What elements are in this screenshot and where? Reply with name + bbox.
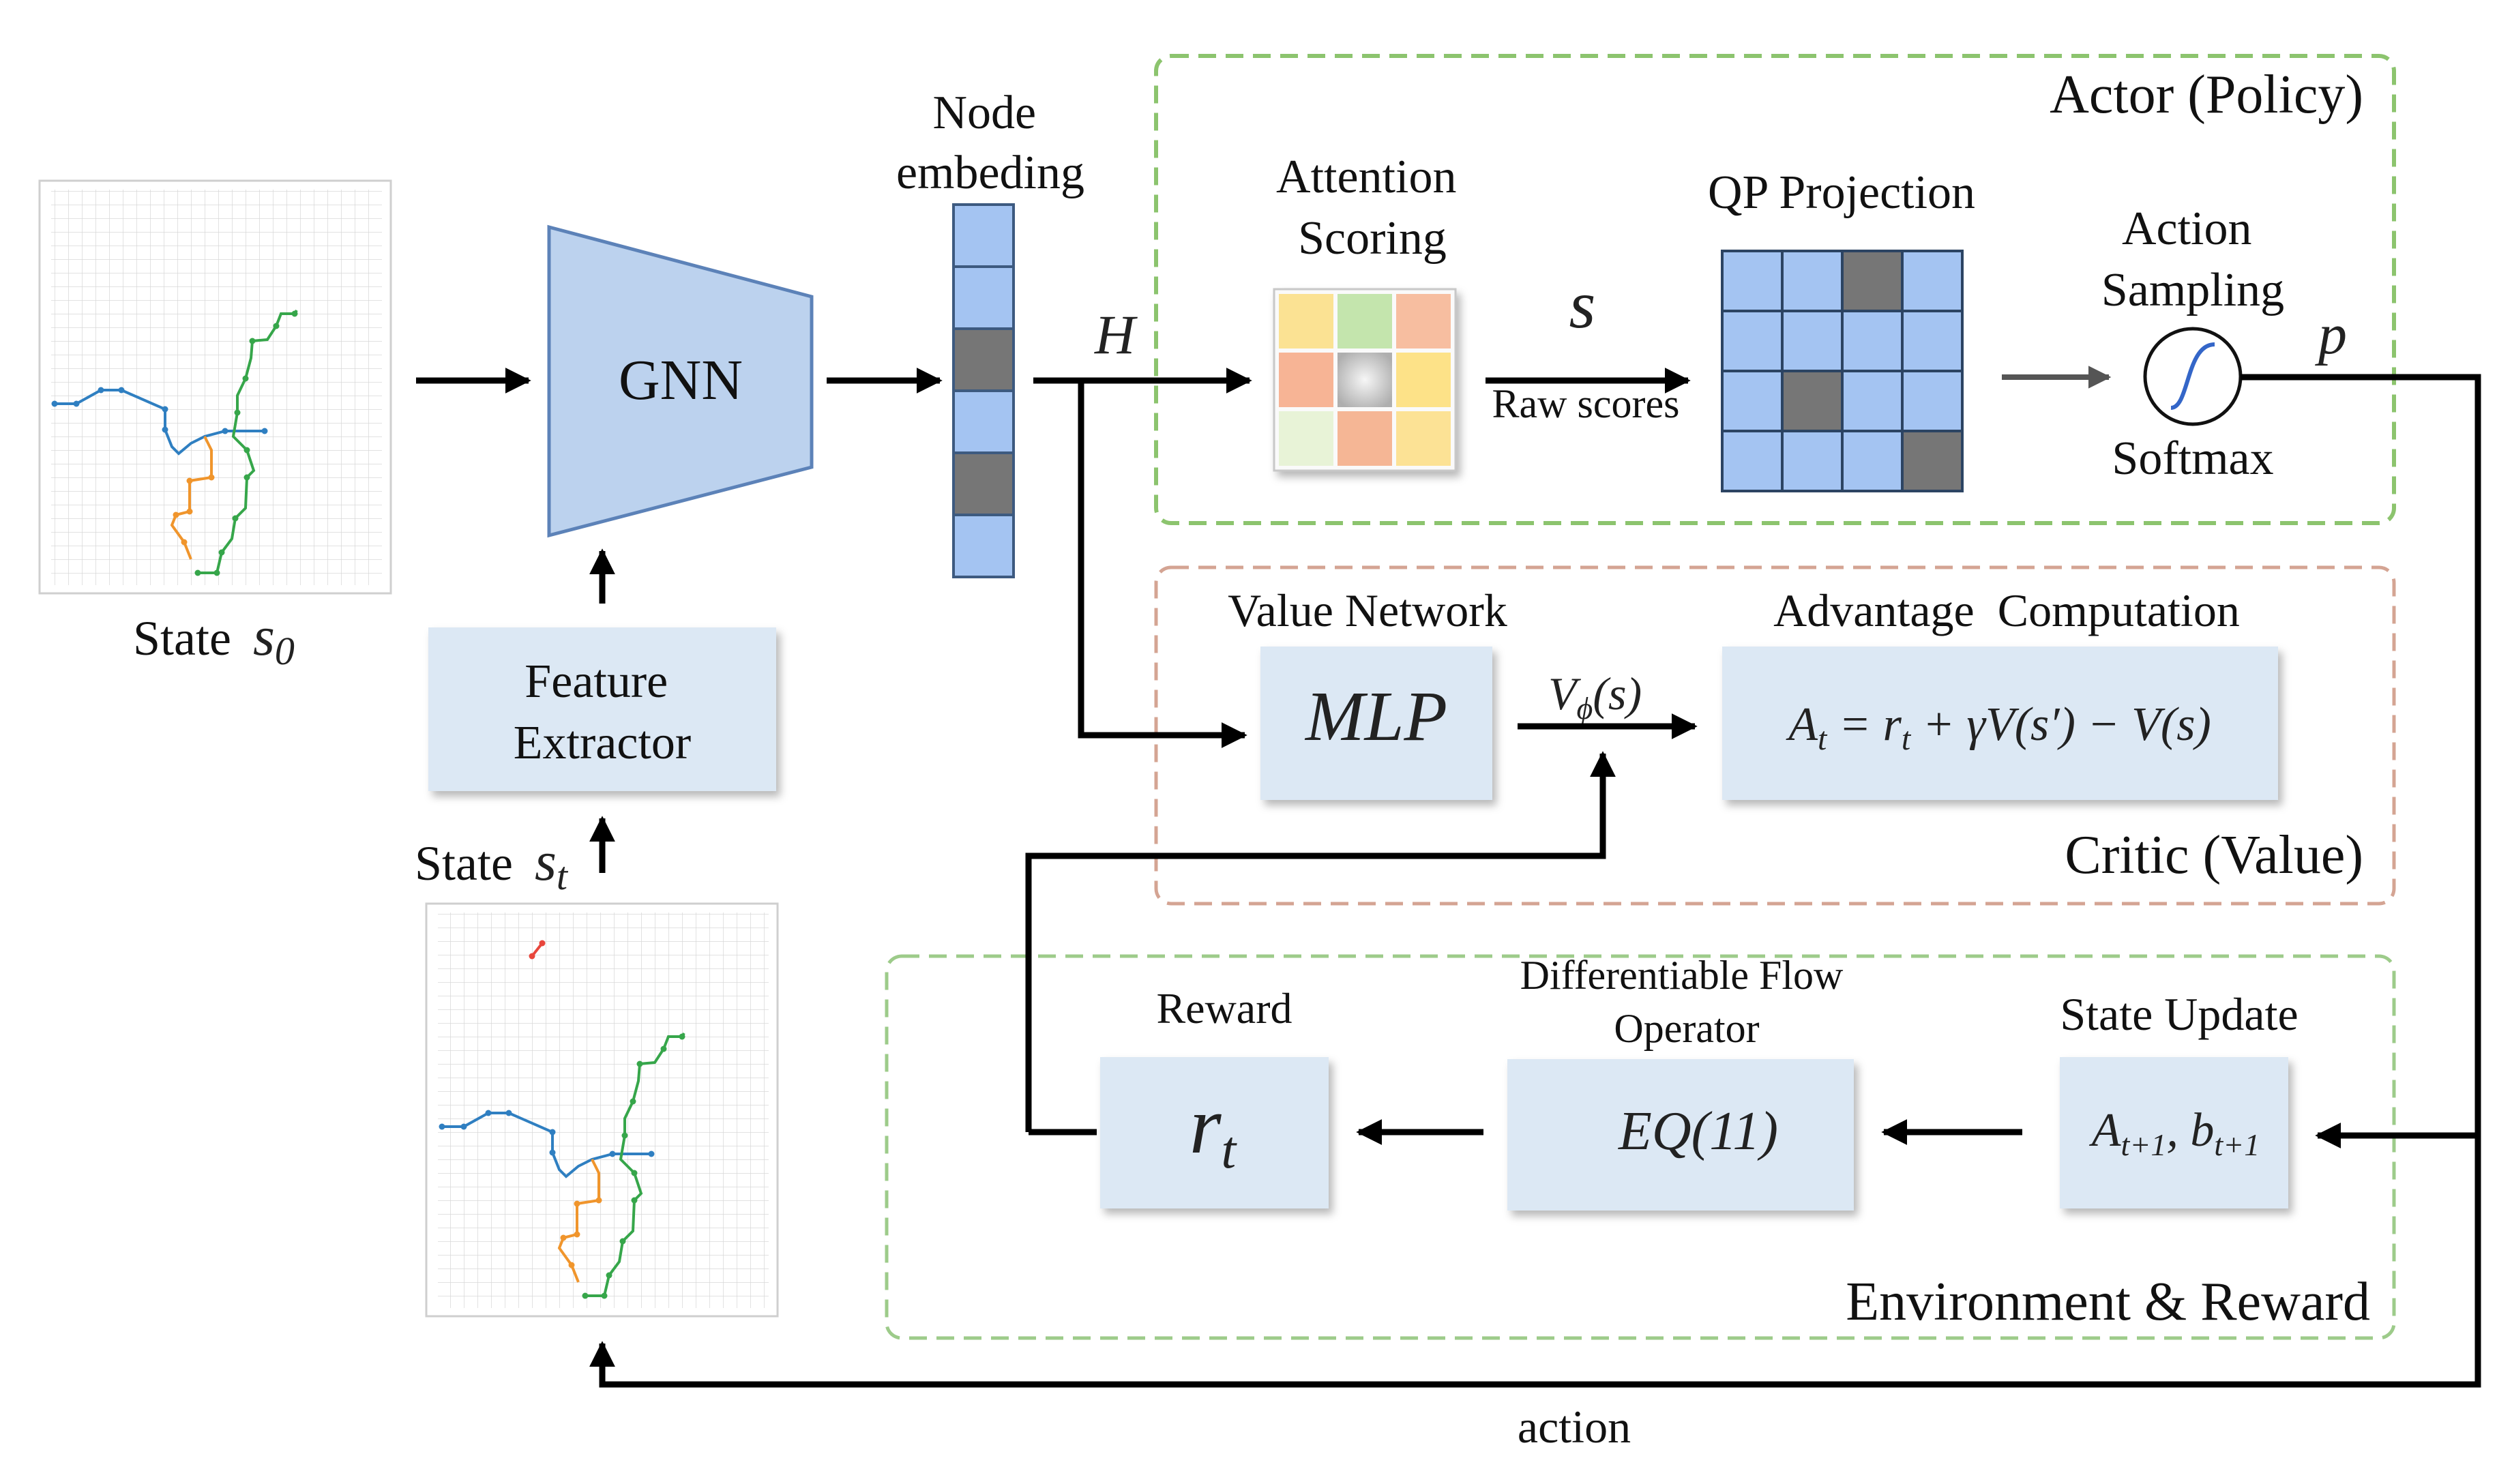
qp-cell — [1901, 430, 1964, 492]
qp-cell — [1781, 250, 1844, 312]
qp-cell — [1901, 310, 1964, 372]
qp-cell — [1781, 310, 1844, 372]
attention-cell — [1338, 294, 1392, 348]
feature-extractor-box — [428, 627, 776, 791]
actor-title: Actor (Policy) — [2050, 65, 2363, 125]
advantage-computation-label: Advantage Computation — [1773, 584, 2240, 636]
qp-cell — [1841, 370, 1904, 432]
softmax-icon — [2143, 327, 2243, 426]
embedding-cell — [952, 451, 1015, 516]
gnn-label: GNN — [619, 348, 743, 412]
qp-cell — [1841, 310, 1904, 372]
qp-cell — [1721, 430, 1784, 492]
state-st-map — [425, 902, 779, 1318]
arrow-p-to-environment — [589, 374, 2481, 1388]
gnn-block — [547, 224, 814, 538]
attention-scoring-label: Attention Scoring — [1276, 151, 1468, 265]
embedding-cell — [952, 327, 1015, 392]
attention-cell — [1396, 294, 1451, 348]
node-embedding-label: Node embeding — [896, 87, 1084, 199]
feature-extractor-label: Feature Extractor — [514, 655, 691, 769]
h-label: H — [1094, 303, 1138, 366]
reward-symbol: rt — [1189, 1080, 1238, 1179]
mlp-box — [1260, 647, 1492, 800]
qp-cell — [1721, 250, 1784, 312]
qp-cell — [1721, 310, 1784, 372]
eq11-label: EQ(11) — [1618, 1101, 1778, 1161]
qp-projection-label: QP Projection — [1708, 166, 1975, 219]
connectors — [416, 368, 2481, 1388]
qp-cell — [1901, 370, 1964, 432]
reward-box — [1100, 1057, 1329, 1208]
p-label: p — [2315, 303, 2347, 366]
differentiable-flow-label: Differentiable Flow Operator — [1520, 953, 1854, 1051]
s-symbol: s — [1569, 267, 1596, 342]
action-sampling-label: Action Sampling — [2101, 203, 2284, 316]
arrow-h-to-mlp — [1078, 381, 1247, 748]
embedding-cell — [952, 265, 1015, 330]
attention-cell — [1396, 353, 1451, 407]
state-update-label: State Update — [2060, 988, 2298, 1040]
environment-group-border — [885, 954, 2396, 1340]
embedding-cell — [952, 514, 1015, 578]
raw-scores-label: Raw scores — [1492, 381, 1680, 426]
state-update-box — [2060, 1057, 2288, 1208]
state-s0-label: State s0 — [133, 605, 295, 673]
critic-title: Critic (Value) — [2065, 825, 2363, 885]
advantage-box — [1722, 647, 2278, 800]
attention-cell — [1279, 294, 1333, 348]
v-phi-label: Vϕ(s) — [1548, 668, 1642, 726]
value-network-label: Value Network — [1228, 584, 1507, 636]
arrow-reward-to-advantage — [1025, 751, 1616, 1132]
reward-label: Reward — [1156, 984, 1292, 1033]
environment-title: Environment & Reward — [1846, 1272, 2370, 1332]
eq11-box — [1507, 1059, 1854, 1211]
attention-score-matrix — [1273, 288, 1457, 472]
attention-cell — [1279, 353, 1333, 407]
qp-cell — [1901, 250, 1964, 312]
embedding-cell — [952, 203, 1015, 268]
attention-cell — [1338, 411, 1392, 466]
state-s0-map — [38, 179, 392, 595]
qp-cell — [1781, 370, 1844, 432]
qp-projection-matrix — [1721, 250, 1964, 492]
state-st-label: State st — [415, 830, 569, 898]
node-embedding-column — [952, 203, 1015, 578]
advantage-formula: At = rt + γV(s′) − V(s) — [1786, 698, 2211, 757]
attention-cell — [1338, 353, 1392, 407]
qp-cell — [1781, 430, 1844, 492]
attention-cell — [1396, 411, 1451, 466]
qp-cell — [1841, 250, 1904, 312]
softmax-label: Softmax — [2112, 432, 2273, 485]
state-update-formula: At+1, bt+1 — [2089, 1104, 2260, 1162]
qp-cell — [1721, 370, 1784, 432]
attention-cell — [1279, 411, 1333, 466]
actor-group-border — [1154, 54, 2396, 525]
mlp-label: MLP — [1304, 677, 1447, 756]
qp-cell — [1841, 430, 1904, 492]
critic-group-border — [1154, 565, 2396, 906]
embedding-cell — [952, 389, 1015, 454]
action-label: action — [1518, 1401, 1631, 1453]
